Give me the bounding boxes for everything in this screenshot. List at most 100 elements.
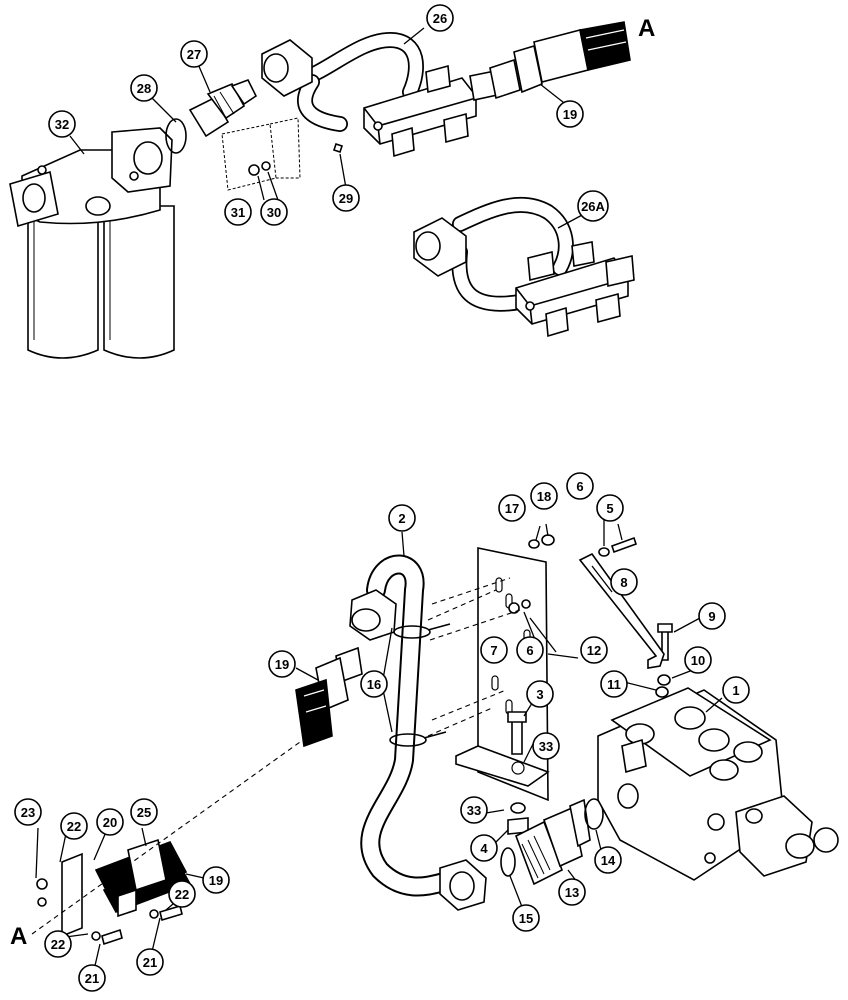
callout-1: 1 (722, 676, 750, 704)
callout-33-a: 33 (532, 732, 560, 760)
svg-text:19: 19 (563, 107, 577, 122)
svg-text:5: 5 (606, 501, 613, 516)
svg-text:22: 22 (175, 887, 189, 902)
tube-assembly-26 (261, 31, 503, 158)
callout-19-top: 19 (556, 100, 584, 128)
callout-2: 2 (388, 504, 416, 532)
callout-33-b: 33 (460, 796, 488, 824)
callout-19-bot: 19 (202, 866, 230, 894)
svg-text:27: 27 (187, 47, 201, 62)
svg-text:9: 9 (708, 609, 715, 624)
reference-mark-A-top: A (638, 15, 655, 42)
callout-25: 25 (130, 798, 158, 826)
svg-text:2: 2 (398, 511, 405, 526)
callout-20: 20 (96, 808, 124, 836)
svg-text:3: 3 (536, 687, 543, 702)
callout-28: 28 (130, 74, 158, 102)
callout-22-c: 22 (44, 930, 72, 958)
callout-12: 12 (580, 636, 608, 664)
callout-19-mid: 19 (268, 650, 296, 678)
svg-text:31: 31 (231, 205, 245, 220)
callout-7: 7 (480, 636, 508, 664)
callout-23: 23 (14, 798, 42, 826)
svg-text:12: 12 (587, 643, 601, 658)
callout-22-a: 22 (60, 812, 88, 840)
svg-text:19: 19 (209, 873, 223, 888)
callout-13: 13 (558, 878, 586, 906)
tube-assembly-26A (413, 196, 635, 338)
callout-16: 16 (360, 670, 388, 698)
tube-2 (349, 554, 487, 911)
svg-text:6: 6 (576, 479, 583, 494)
svg-text:23: 23 (21, 805, 35, 820)
svg-text:17: 17 (505, 501, 519, 516)
svg-text:22: 22 (67, 819, 81, 834)
callout-18: 18 (530, 482, 558, 510)
svg-text:18: 18 (537, 489, 551, 504)
callout-26A: 26A (577, 190, 609, 222)
svg-text:16: 16 (367, 677, 381, 692)
dashed-line-hose-A (31, 741, 301, 935)
callout-15: 15 (512, 904, 540, 932)
callout-3: 3 (526, 680, 554, 708)
hose-end-19-top (489, 21, 631, 100)
fitting-13 (500, 798, 604, 886)
o-ring-28 (165, 118, 187, 154)
svg-text:25: 25 (137, 805, 151, 820)
dashed-line-bolts (427, 577, 521, 737)
leader-lines (35, 27, 723, 971)
svg-text:33: 33 (467, 803, 481, 818)
reference-mark-A-bottom: A (10, 923, 27, 950)
callout-10: 10 (684, 646, 712, 674)
svg-text:26: 26 (433, 11, 447, 26)
svg-text:26A: 26A (581, 199, 605, 214)
svg-text:21: 21 (143, 955, 157, 970)
callout-6-top: 6 (566, 472, 594, 500)
svg-text:20: 20 (103, 815, 117, 830)
callout-14: 14 (594, 846, 622, 874)
adapter-fitting-27 (188, 78, 258, 138)
svg-text:22: 22 (51, 937, 65, 952)
strap-8 (578, 552, 665, 669)
svg-text:21: 21 (85, 971, 99, 986)
callout-22-b: 22 (168, 880, 196, 908)
svg-text:28: 28 (137, 81, 151, 96)
callout-5: 5 (596, 494, 624, 522)
svg-text:19: 19 (275, 657, 289, 672)
filter-assembly (9, 127, 175, 359)
svg-text:6: 6 (526, 643, 533, 658)
callout-8: 8 (610, 568, 638, 596)
callout-30: 30 (260, 198, 288, 226)
svg-text:14: 14 (601, 853, 616, 868)
svg-text:13: 13 (565, 885, 579, 900)
bracket-dashed (221, 117, 344, 191)
control-valve-1 (597, 687, 839, 881)
callout-4: 4 (470, 834, 498, 862)
callout-21-a: 21 (78, 964, 106, 992)
svg-text:15: 15 (519, 911, 533, 926)
svg-text:4: 4 (480, 841, 488, 856)
callout-6-mid: 6 (516, 636, 544, 664)
svg-text:7: 7 (490, 643, 497, 658)
callout-31: 31 (224, 198, 252, 226)
svg-text:11: 11 (607, 677, 621, 692)
svg-text:1: 1 (732, 683, 739, 698)
hardware-set (507, 534, 673, 835)
svg-text:30: 30 (267, 205, 281, 220)
bracket-12 (455, 547, 550, 802)
clamps-16 (389, 623, 451, 747)
hose-clamp-assembly (36, 838, 192, 946)
callout-26: 26 (426, 4, 454, 32)
svg-text:32: 32 (55, 117, 69, 132)
callout-11: 11 (600, 670, 628, 698)
svg-text:29: 29 (339, 191, 353, 206)
callout-17: 17 (498, 494, 526, 522)
callout-29: 29 (332, 184, 360, 212)
svg-text:33: 33 (539, 739, 553, 754)
callout-32: 32 (48, 110, 76, 138)
callout-9: 9 (698, 602, 726, 630)
callout-21-b: 21 (136, 948, 164, 976)
svg-text:10: 10 (691, 653, 705, 668)
hose-end-19-mid (295, 646, 363, 748)
